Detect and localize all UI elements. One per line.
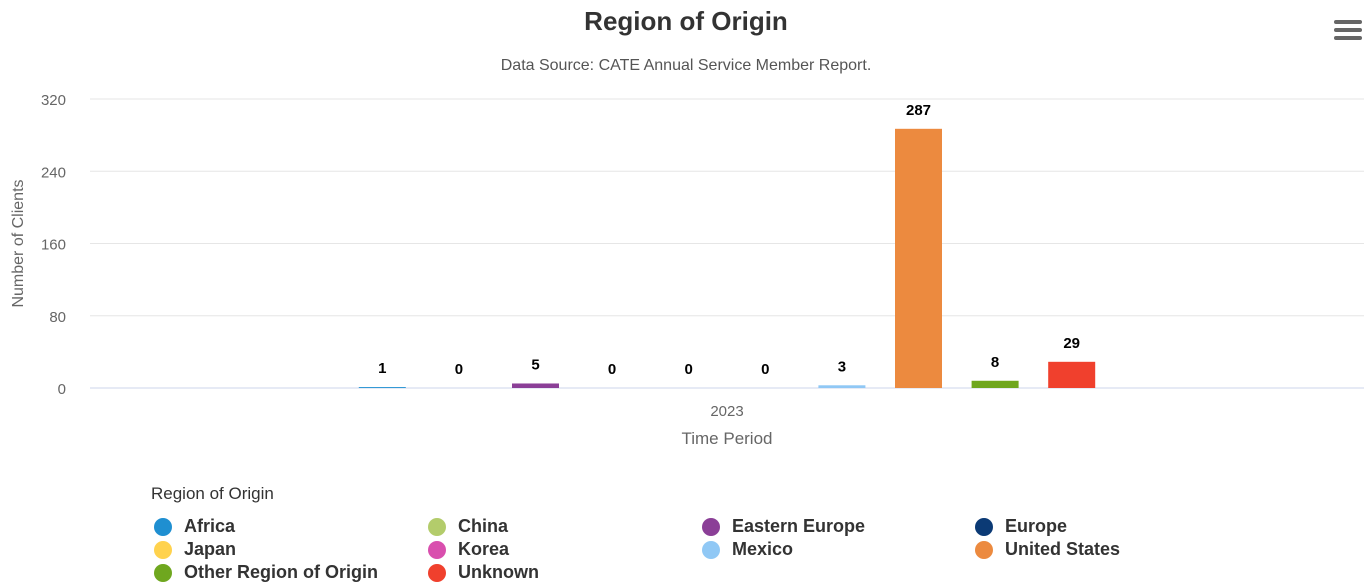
- legend-item[interactable]: Africa: [154, 516, 235, 537]
- bar[interactable]: [895, 128, 942, 388]
- legend-label: Japan: [184, 539, 237, 559]
- bar[interactable]: [1048, 361, 1096, 388]
- legend-item[interactable]: Eastern Europe: [702, 516, 865, 537]
- data-label: 1: [378, 360, 386, 377]
- legend-label: Africa: [184, 516, 236, 536]
- legend-label: Korea: [458, 539, 510, 559]
- legend-label: China: [458, 516, 509, 536]
- legend-label: United States: [1005, 539, 1121, 559]
- bar[interactable]: [358, 387, 406, 388]
- chart-title: Region of Origin: [584, 6, 788, 36]
- legend-label: Other Region of Origin: [184, 562, 378, 582]
- data-label: 0: [685, 361, 693, 378]
- hamburger-menu-icon[interactable]: [1334, 20, 1362, 44]
- bar[interactable]: [818, 385, 866, 388]
- legend-color-dot-icon: [154, 563, 172, 582]
- legend-label: Eastern Europe: [732, 516, 866, 536]
- data-label: 3: [838, 358, 846, 375]
- legend-item[interactable]: Japan: [154, 539, 236, 560]
- y-tick-label: 0: [58, 381, 66, 398]
- data-label: 8: [991, 354, 999, 371]
- legend-color-dot-icon: [975, 540, 993, 559]
- bar[interactable]: [971, 380, 1019, 388]
- legend-label: Unknown: [458, 562, 539, 582]
- legend-color-dot-icon: [154, 540, 172, 559]
- legend-item[interactable]: Unknown: [428, 562, 539, 583]
- data-label: 0: [608, 361, 616, 378]
- legend-label: Mexico: [732, 539, 794, 559]
- legend-color-dot-icon: [428, 540, 446, 559]
- data-label: 287: [906, 102, 931, 119]
- y-tick-label: 80: [49, 309, 66, 326]
- legend-item[interactable]: Mexico: [702, 539, 793, 560]
- y-tick-label: 160: [41, 237, 66, 254]
- x-tick-label: 2023: [710, 403, 743, 420]
- legend-item[interactable]: Korea: [428, 539, 509, 560]
- data-label: 0: [761, 361, 769, 378]
- legend-item[interactable]: China: [428, 516, 508, 537]
- legend-item[interactable]: United States: [975, 539, 1120, 560]
- data-label: 0: [455, 361, 463, 378]
- y-axis-label: Number of Clients: [10, 179, 27, 307]
- bar[interactable]: [512, 383, 559, 388]
- legend-label: Europe: [1005, 516, 1068, 536]
- legend-item[interactable]: Europe: [975, 516, 1067, 537]
- legend-color-dot-icon: [975, 517, 993, 536]
- data-label: 5: [531, 356, 539, 373]
- legend-title: Region of Origin: [151, 484, 274, 503]
- legend-color-dot-icon: [154, 517, 172, 536]
- y-tick-label: 240: [41, 164, 66, 181]
- chart-subtitle: Data Source: CATE Annual Service Member …: [500, 57, 872, 74]
- legend-color-dot-icon: [702, 540, 720, 559]
- legend-color-dot-icon: [428, 517, 446, 536]
- legend-item[interactable]: Other Region of Origin: [154, 562, 378, 583]
- data-label: 29: [1063, 335, 1080, 352]
- x-axis-label: Time Period: [681, 429, 772, 448]
- y-tick-label: 320: [41, 92, 66, 109]
- legend-color-dot-icon: [702, 517, 720, 536]
- legend-color-dot-icon: [428, 563, 446, 582]
